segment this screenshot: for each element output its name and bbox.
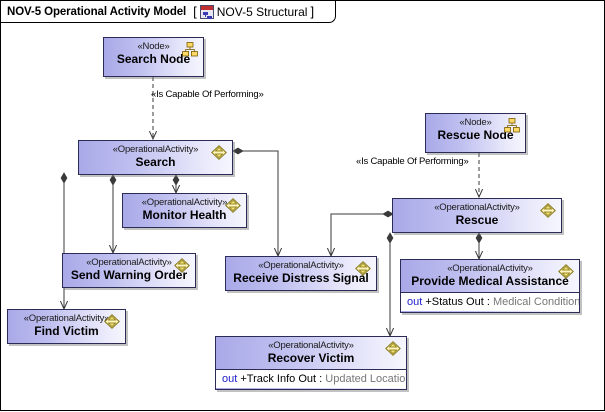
element-name: Search (135, 155, 176, 169)
element-provide-medical-assistance[interactable]: «OperationalActivity» Provide Medical As… (400, 259, 580, 313)
diagram-header: NOV-5 Operational Activity Model [ NOV-5… (1, 1, 336, 23)
activity-icon (211, 145, 227, 160)
element-receive-distress-signal[interactable]: «OperationalActivity» Receive Distress S… (225, 256, 377, 291)
property-separator: : (319, 373, 323, 385)
element-rescue-node[interactable]: «Node» Rescue Node (425, 113, 526, 153)
edge-search-to-receive-distress-signal (233, 151, 278, 256)
property-name: +Status Out (425, 296, 484, 308)
edge-label-search-capable: «Is Capable Of Performing» (151, 89, 264, 100)
activity-icon (174, 258, 190, 273)
property-separator: : (486, 296, 490, 308)
element-stereotype: «OperationalActivity» (86, 257, 172, 268)
activity-icon (355, 261, 371, 276)
property-type: Medical Condition (492, 296, 580, 308)
element-search-node[interactable]: «Node» Search Node (103, 37, 204, 77)
element-stereotype: «OperationalActivity» (23, 313, 110, 324)
element-header: «OperationalActivity» Provide Medical As… (401, 260, 579, 292)
element-stereotype: «Node» (459, 117, 492, 128)
element-header: «OperationalActivity» Send Warning Order (63, 254, 195, 286)
element-header: «OperationalActivity» Receive Distress S… (226, 257, 376, 289)
element-name: Rescue (455, 213, 499, 227)
property-name: +Track Info Out (240, 373, 317, 385)
property-direction: out (222, 373, 238, 385)
bracket-close: ] (310, 4, 315, 19)
element-name: Recover Victim (267, 351, 355, 365)
element-stereotype: «OperationalActivity» (112, 144, 199, 155)
element-stereotype: «OperationalActivity» (268, 340, 354, 351)
element-stereotype: «OperationalActivity» (141, 197, 228, 208)
element-header: «Node» Rescue Node (426, 114, 525, 146)
context-label: NOV-5 Structural (216, 4, 308, 19)
element-property-row[interactable]: out +Status Out : Medical Condition (401, 292, 579, 311)
node-icon (182, 42, 198, 57)
edge-rescue-to-receive-distress-signal (331, 214, 393, 256)
element-header: «OperationalActivity» Search (79, 141, 232, 173)
element-header: «OperationalActivity» Recover Victim (216, 337, 406, 369)
property-direction: out (407, 296, 423, 308)
element-header: «Node» Search Node (104, 38, 203, 70)
element-name: Provide Medical Assistance (411, 274, 569, 288)
element-name: Receive Distress Signal (233, 271, 369, 285)
element-header: «OperationalActivity» Rescue (393, 199, 561, 231)
element-header: «OperationalActivity» Find Victim (8, 310, 125, 342)
element-recover-victim[interactable]: «OperationalActivity» Recover Victim out… (215, 336, 407, 390)
activity-icon (558, 264, 574, 279)
element-search[interactable]: «OperationalActivity» Search (78, 140, 233, 175)
bracket-open: [ (193, 4, 197, 19)
element-name: Find Victim (34, 324, 99, 338)
activity-icon (225, 198, 241, 213)
element-stereotype: «OperationalActivity» (447, 263, 533, 274)
element-stereotype: «Node» (137, 41, 170, 52)
element-send-warning-order[interactable]: «OperationalActivity» Send Warning Order (62, 253, 196, 288)
element-stereotype: «OperationalActivity» (258, 260, 344, 271)
property-type: Updated Location (325, 373, 407, 385)
diagram-context: [ NOV-5 Structural ] (193, 4, 314, 19)
diagram-title: NOV-5 Operational Activity Model (7, 5, 187, 18)
element-monitor-health[interactable]: «OperationalActivity» Monitor Health (122, 193, 247, 228)
element-name: Rescue Node (437, 128, 514, 142)
element-stereotype: «OperationalActivity» (434, 202, 520, 213)
activity-icon (104, 314, 120, 329)
activity-icon (385, 341, 401, 356)
structural-diagram-icon (199, 4, 214, 19)
element-name: Monitor Health (142, 208, 227, 222)
edge-label-rescue-capable: «Is Capable Of Performing» (356, 156, 469, 167)
element-property-row[interactable]: out +Track Info Out : Updated Location (216, 369, 406, 388)
node-icon (504, 118, 520, 133)
element-find-victim[interactable]: «OperationalActivity» Find Victim (7, 309, 126, 344)
activity-icon (540, 203, 556, 218)
element-header: «OperationalActivity» Monitor Health (123, 194, 246, 226)
element-rescue[interactable]: «OperationalActivity» Rescue (392, 198, 562, 233)
element-name: Search Node (116, 52, 191, 66)
element-name: Send Warning Order (70, 268, 188, 282)
